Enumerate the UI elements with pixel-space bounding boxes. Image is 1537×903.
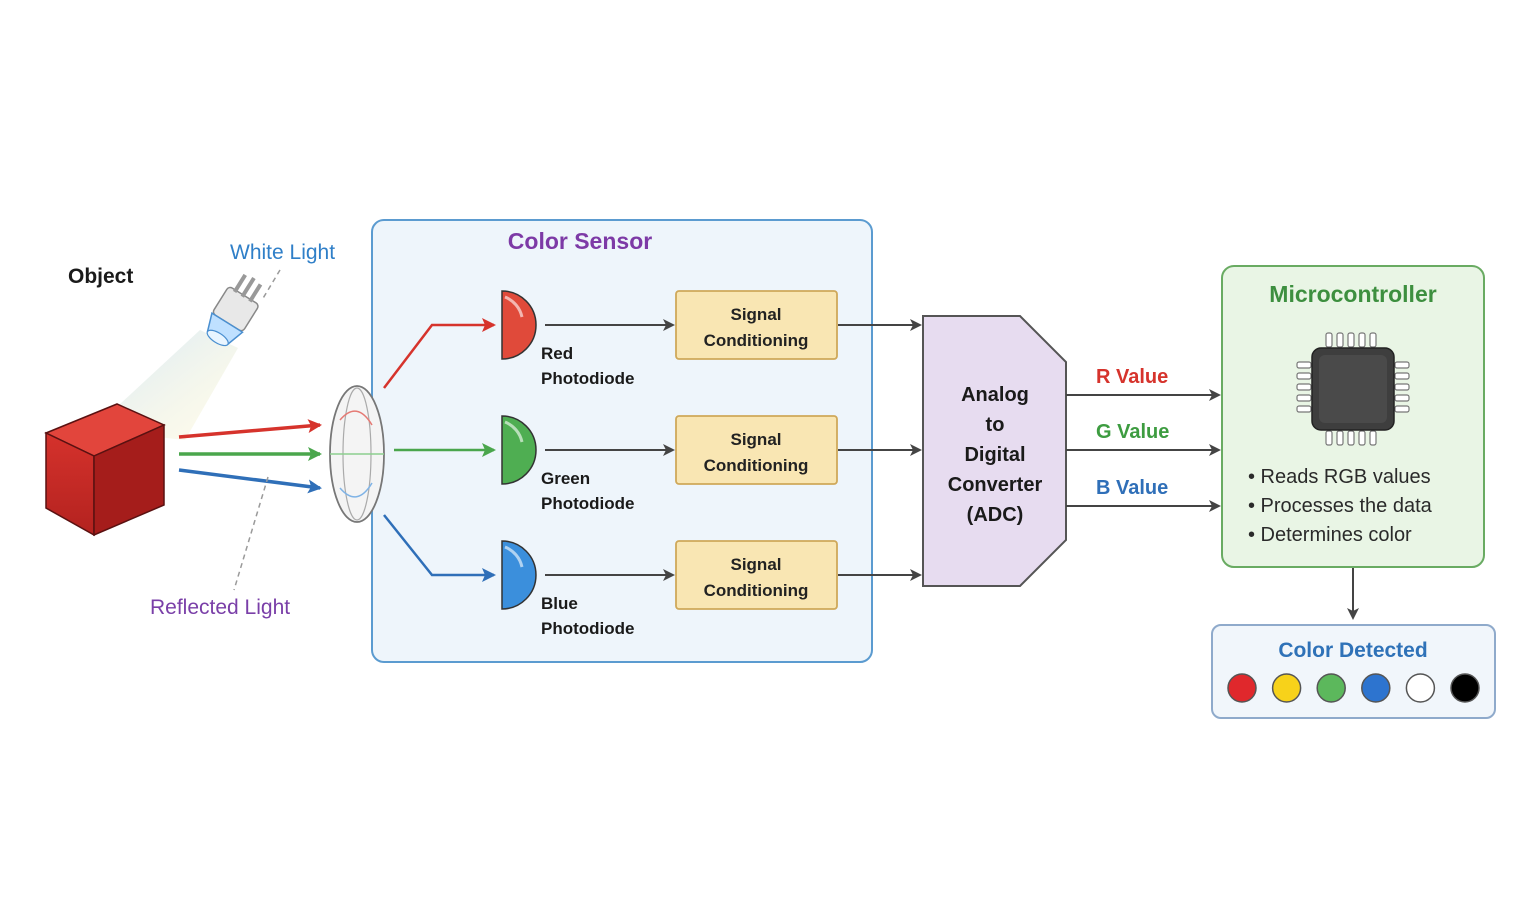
detected-color-swatches <box>1227 673 1480 703</box>
red-signal-label-2: Conditioning <box>704 331 809 350</box>
red-signal-conditioning-box <box>675 290 838 360</box>
adc-line-1: Analog <box>961 384 1029 406</box>
adc-line-2: to <box>986 414 1005 436</box>
mcu-bullet-3: • Determines color <box>1248 524 1412 546</box>
color-sensor-title: Color Sensor <box>508 228 652 254</box>
blue-signal-label-2: Conditioning <box>704 581 809 600</box>
swatch-yellow <box>1271 673 1302 703</box>
red-photodiode-label-1: Red <box>541 344 573 363</box>
red-photodiode-icon <box>501 290 537 360</box>
reflected-light-label: Reflected Light <box>150 596 290 619</box>
microcontroller-bullets: • Reads RGB values • Processes the data • … <box>1248 466 1433 546</box>
object-label: Object <box>68 265 133 288</box>
green-photodiode-label-2: Photodiode <box>541 494 634 513</box>
microcontroller-title: Microcontroller <box>1269 281 1436 307</box>
blue-signal-label-1: Signal <box>730 555 781 574</box>
blue-photodiode-icon <box>501 540 537 610</box>
red-photodiode-label-2: Photodiode <box>541 369 634 388</box>
split-red-ray <box>383 318 496 389</box>
swatch-black <box>1450 673 1480 703</box>
green-signal-label-1: Signal <box>730 430 781 449</box>
value-row-red: R Value <box>1066 366 1221 401</box>
flashlight-icon <box>206 273 263 347</box>
green-photodiode-label-1: Green <box>541 469 590 488</box>
green-photodiode-icon <box>501 415 537 485</box>
value-outputs: R Value G Value B Value <box>1066 366 1221 512</box>
chip-pins <box>1296 332 1410 446</box>
mcu-bullet-2: • Processes the data <box>1248 495 1433 517</box>
mcu-bullet-1: • Reads RGB values <box>1248 466 1431 488</box>
white-light-label: White Light <box>230 241 335 264</box>
object-cube-icon <box>44 403 166 537</box>
chip-icon <box>1296 332 1410 446</box>
blue-signal-conditioning-box <box>675 540 838 610</box>
adc-line-5: (ADC) <box>967 504 1024 526</box>
blue-value-label: B Value <box>1096 477 1168 499</box>
red-signal-label-1: Signal <box>730 305 781 324</box>
reflected-blue-ray <box>178 468 322 494</box>
adc-block <box>922 315 1067 587</box>
white-light-pointer <box>261 269 281 301</box>
blue-photodiode-highlight <box>504 545 524 568</box>
green-signal-label-2: Conditioning <box>704 456 809 475</box>
green-photodiode-highlight <box>504 420 524 443</box>
reflected-red-ray <box>178 419 322 439</box>
blue-photodiode-label-2: Photodiode <box>541 619 634 638</box>
green-signal-conditioning-box <box>675 415 838 485</box>
swatch-blue <box>1361 673 1391 703</box>
value-row-green: G Value <box>1066 421 1221 456</box>
adc-label: Analog to Digital Converter (ADC) <box>948 384 1043 526</box>
reflected-light-pointer <box>233 476 269 591</box>
swatch-green <box>1316 673 1346 703</box>
color-detected-title: Color Detected <box>1278 639 1427 662</box>
adc-line-3: Digital <box>964 444 1025 466</box>
swatch-white <box>1405 673 1436 703</box>
swatch-red <box>1227 673 1257 703</box>
split-blue-ray <box>383 514 496 582</box>
lens-icon <box>329 385 385 523</box>
photodiode-rows: RedPhotodiodeSignalConditioningGreenPhot… <box>501 290 922 638</box>
red-photodiode-highlight <box>504 295 524 318</box>
red-value-label: R Value <box>1096 366 1168 388</box>
blue-photodiode-label-1: Blue <box>541 594 578 613</box>
adc-line-4: Converter <box>948 474 1043 496</box>
green-value-label: G Value <box>1096 421 1169 443</box>
value-row-blue: B Value <box>1066 477 1221 512</box>
